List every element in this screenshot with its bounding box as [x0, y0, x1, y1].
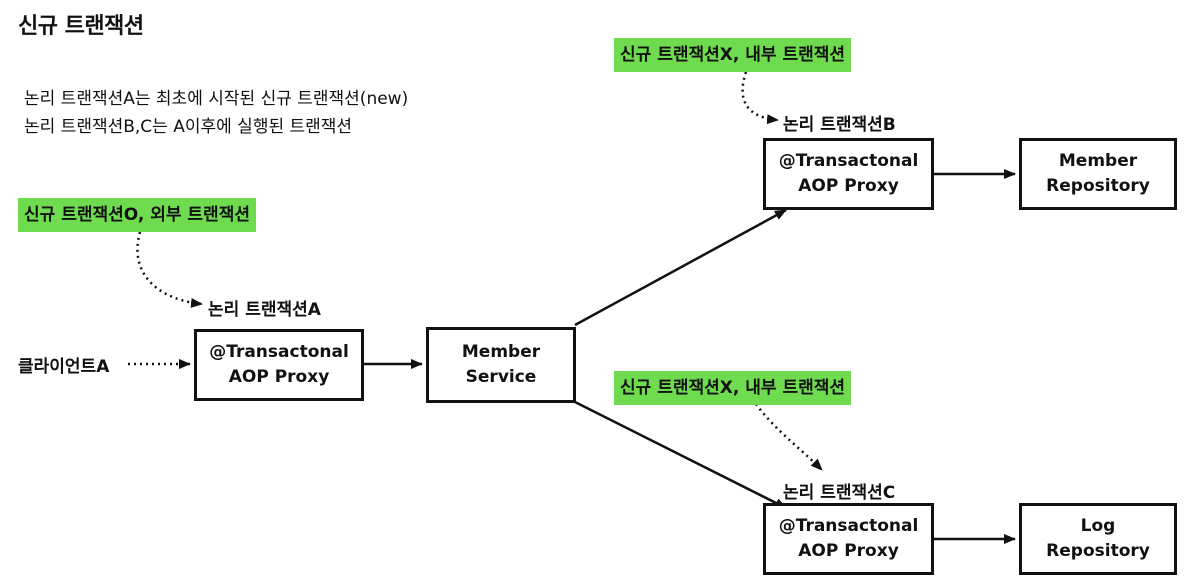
box-log-repository-line-2: Repository	[1046, 541, 1150, 561]
box-proxy-a-line-2: AOP Proxy	[228, 367, 330, 387]
tag-inner-transaction-b: 신규 트랜잭션X, 내부 트랜잭션	[614, 38, 851, 72]
label-logical-transaction-a: 논리 트랜잭션A	[208, 300, 321, 320]
box-log-repository: Log Repository	[1019, 503, 1177, 575]
dotted-arrow-inner-to-logical-c	[754, 403, 823, 471]
box-member-repository-line-2: Repository	[1046, 176, 1150, 196]
box-proxy-a: @Transactonal AOP Proxy	[194, 329, 364, 401]
box-member-repository-line-1: Member	[1058, 151, 1138, 171]
tag-inner-transaction-c: 신규 트랜잭션X, 내부 트랜잭션	[614, 371, 851, 405]
box-proxy-c-line-1: @Transactonal	[778, 516, 919, 536]
label-client-a: 클라이언트A	[18, 357, 110, 377]
box-proxy-b-line-1: @Transactonal	[778, 151, 919, 171]
dotted-arrow-inner-to-logical-b	[741, 71, 779, 125]
box-proxy-b: @Transactonal AOP Proxy	[763, 138, 934, 210]
box-proxy-c-line-2: AOP Proxy	[798, 541, 899, 561]
arrow-member-service-to-proxy-c	[574, 400, 787, 510]
page-title: 신규 트랜잭션	[18, 14, 144, 39]
box-member-service: Member Service	[426, 327, 576, 403]
box-member-service-line-2: Service	[465, 367, 537, 387]
label-logical-transaction-b: 논리 트랜잭션B	[783, 115, 896, 135]
box-log-repository-line-1: Log	[1080, 516, 1116, 536]
arrow-member-service-to-proxy-b	[574, 208, 787, 327]
description-line-2: 논리 트랜잭션B,C는 A이후에 실행된 트랜잭션	[24, 117, 353, 137]
box-member-repository: Member Repository	[1019, 138, 1177, 210]
dotted-arrow-outer-to-logical-a	[136, 231, 203, 308]
description-line-1: 논리 트랜잭션A는 최초에 시작된 신규 트랜잭션(new)	[24, 89, 409, 109]
box-member-service-line-1: Member	[461, 342, 541, 362]
label-logical-transaction-c: 논리 트랜잭션C	[783, 483, 896, 503]
tag-outer-transaction: 신규 트랜잭션O, 외부 트랜잭션	[18, 198, 256, 232]
box-proxy-c: @Transactonal AOP Proxy	[763, 503, 934, 575]
box-proxy-b-line-2: AOP Proxy	[798, 176, 899, 196]
box-proxy-a-line-1: @Transactonal	[209, 342, 349, 362]
